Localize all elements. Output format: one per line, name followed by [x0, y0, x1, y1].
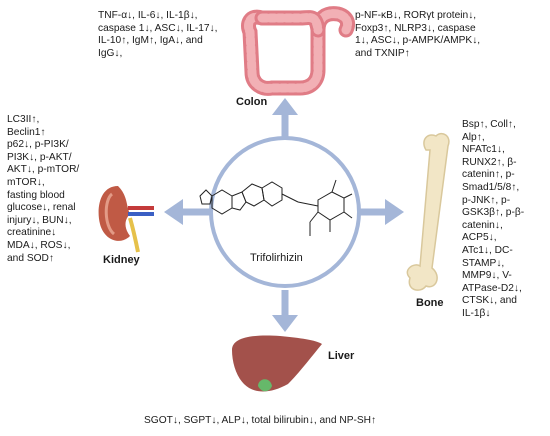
colon-label: Colon — [236, 96, 268, 108]
arrowhead-liver — [272, 315, 298, 332]
bone-illustration — [406, 132, 450, 291]
kidney-label: Kidney — [103, 254, 140, 266]
colon-effects-left: TNF-α↓, IL-6↓, IL-1β↓, caspase 1↓, ASC↓,… — [98, 10, 218, 59]
colon-illustration — [241, 6, 356, 96]
bone-label: Bone — [416, 297, 444, 309]
liver-illustration — [232, 335, 322, 392]
kidney-effects: LC3II↑, Beclin1↑ p62↓, p-PI3K/ PI3K↓, p-… — [7, 114, 80, 264]
arrowhead-colon — [272, 98, 298, 115]
liver-label: Liver — [328, 350, 355, 362]
colon-effects-right: p-NF-κB↓, RORγt protein↓, Foxp3↑, NLRP3↓… — [355, 10, 481, 59]
bone-effects: Bsp↑, Coll↑, Alp↑, NFATc1↓, RUNX2↑, β- c… — [462, 119, 525, 319]
compound-name: Trifolirhizin — [250, 252, 303, 264]
center-circle — [209, 136, 361, 288]
arrowhead-bone — [385, 199, 404, 225]
kidney-illustration — [98, 186, 154, 253]
arrows — [164, 98, 404, 332]
arrowhead-kidney — [164, 199, 183, 225]
liver-effects: SGOT↓, SGPT↓, ALP↓, total bilirubin↓, an… — [144, 415, 377, 426]
trifolirhizin-structure — [199, 179, 353, 236]
